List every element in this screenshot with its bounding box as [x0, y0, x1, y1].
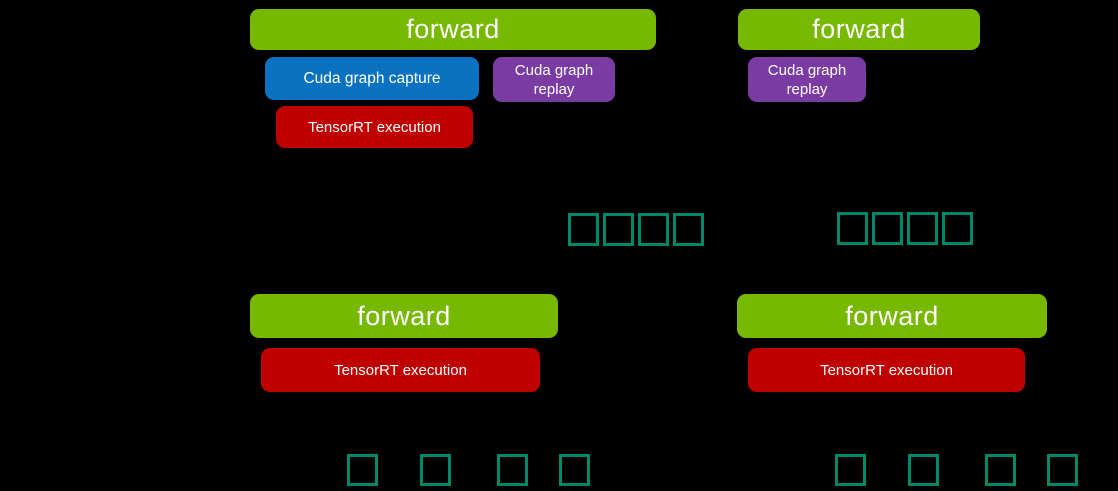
kernel-launch-row-bottom-left — [347, 454, 592, 486]
kernel-launch-square — [559, 454, 590, 486]
kernel-launch-square — [872, 212, 903, 245]
forward-bar-top-right: forward — [738, 9, 980, 50]
kernel-launch-square — [908, 454, 939, 486]
tensorrt-execution-box-top-left: TensorRT execution — [276, 106, 473, 148]
kernel-launch-square — [835, 454, 866, 486]
kernel-launch-square — [420, 454, 451, 486]
tensorrt-execution-box-bottom-left: TensorRT execution — [261, 348, 540, 392]
forward-bar-top-left: forward — [250, 9, 656, 50]
kernel-launch-row-top-left — [568, 213, 704, 246]
kernel-launch-row-bottom-right — [835, 454, 1080, 486]
forward-bar-bottom-right: forward — [737, 294, 1047, 338]
kernel-launch-square — [603, 213, 634, 246]
tensorrt-execution-box-bottom-right: TensorRT execution — [748, 348, 1025, 392]
forward-bar-bottom-left: forward — [250, 294, 558, 338]
kernel-launch-square — [985, 454, 1016, 486]
kernel-launch-square — [942, 212, 973, 245]
kernel-launch-square — [673, 213, 704, 246]
kernel-launch-square — [907, 212, 938, 245]
kernel-launch-row-top-right — [837, 212, 973, 245]
kernel-launch-square — [837, 212, 868, 245]
cuda-graph-replay-box-top-right: Cuda graph replay — [748, 57, 866, 102]
cuda-graph-replay-box-top-left: Cuda graph replay — [493, 57, 615, 102]
kernel-launch-square — [568, 213, 599, 246]
kernel-launch-square — [347, 454, 378, 486]
kernel-launch-square — [497, 454, 528, 486]
cuda-graph-capture-box: Cuda graph capture — [265, 57, 479, 100]
kernel-launch-square — [638, 213, 669, 246]
kernel-launch-square — [1047, 454, 1078, 486]
